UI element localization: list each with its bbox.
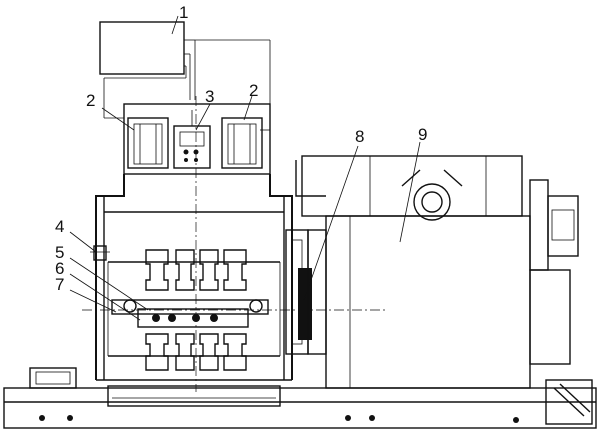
control-box — [99, 21, 271, 131]
callout-8: 8 — [355, 127, 364, 146]
callout-3: 3 — [205, 87, 214, 106]
top-actuators — [123, 103, 271, 175]
callout-2-right: 2 — [249, 81, 258, 100]
callout-labels: 1 2 2 3 4 5 6 7 8 9 — [55, 3, 427, 294]
callout-2-left: 2 — [86, 91, 95, 110]
callout-6: 6 — [55, 259, 64, 278]
base-frame — [3, 367, 597, 429]
coupling — [285, 229, 327, 355]
side-bolt — [90, 245, 110, 261]
center-clamp — [145, 249, 247, 371]
callout-7: 7 — [55, 275, 64, 294]
callout-4: 4 — [55, 217, 64, 236]
callout-5: 5 — [55, 243, 64, 262]
motor — [295, 155, 579, 389]
clamping-bar — [82, 299, 386, 328]
leader-lines — [69, 15, 421, 321]
callout-1: 1 — [179, 3, 188, 22]
callout-9: 9 — [418, 125, 427, 144]
